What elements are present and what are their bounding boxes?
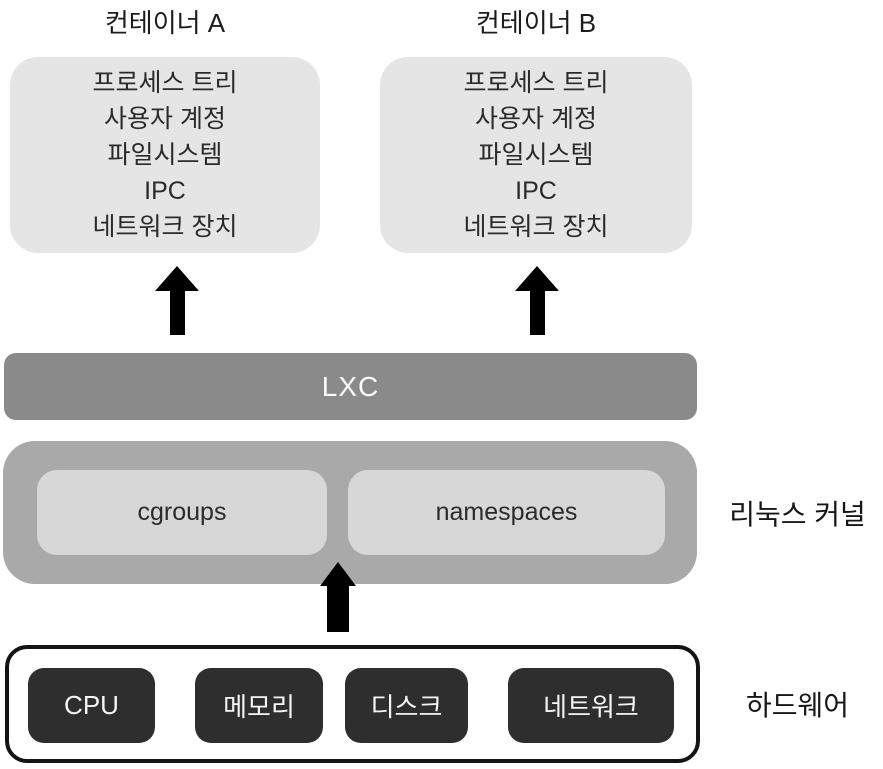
up-arrow-icon (327, 585, 349, 632)
up-arrow-icon (515, 266, 559, 291)
memory-label: 메모리 (223, 692, 295, 722)
up-arrow-icon (320, 562, 356, 586)
container-b-title: 컨테이너 B (475, 8, 597, 38)
container-a-item: 파일시스템 (107, 141, 223, 169)
container-a-item: IPC (144, 177, 186, 205)
container-b-item: 사용자 계정 (475, 105, 597, 133)
container-b-box: 프로세스 트리 사용자 계정 파일시스템 IPC 네트워크 장치 (380, 57, 692, 253)
linux-kernel-layer: cgroups namespaces (3, 441, 697, 584)
container-a-box: 프로세스 트리 사용자 계정 파일시스템 IPC 네트워크 장치 (10, 57, 320, 253)
container-b-item: 프로세스 트리 (463, 69, 609, 97)
container-a-item: 네트워크 장치 (92, 213, 238, 241)
container-b-item: 네트워크 장치 (463, 213, 609, 241)
linux-kernel-side-label: 리눅스 커널 (729, 498, 866, 530)
lxc-label: LXC (321, 370, 380, 402)
cpu-box: CPU (28, 668, 155, 743)
disk-label: 디스크 (370, 692, 443, 722)
container-b-item: IPC (515, 177, 557, 205)
namespaces-box: namespaces (348, 470, 665, 555)
hardware-side-label: 하드웨어 (745, 690, 850, 721)
container-a-item: 사용자 계정 (104, 105, 226, 133)
cgroups-box: cgroups (37, 470, 327, 555)
disk-box: 디스크 (345, 668, 468, 743)
container-a-item: 프로세스 트리 (92, 69, 238, 97)
container-b-item: 파일시스템 (478, 141, 594, 169)
container-a-title: 컨테이너 A (104, 8, 226, 38)
hardware-layer: CPU 메모리 디스크 네트워크 (5, 645, 700, 763)
up-arrow-icon (155, 266, 199, 291)
namespaces-label: namespaces (435, 498, 578, 526)
cgroups-label: cgroups (137, 498, 227, 526)
cpu-label: CPU (64, 690, 119, 720)
lxc-layer: LXC (4, 353, 697, 420)
memory-box: 메모리 (195, 668, 323, 743)
up-arrow-icon (530, 290, 545, 335)
up-arrow-icon (170, 290, 185, 335)
network-box: 네트워크 (508, 668, 674, 743)
network-label: 네트워크 (543, 692, 639, 722)
